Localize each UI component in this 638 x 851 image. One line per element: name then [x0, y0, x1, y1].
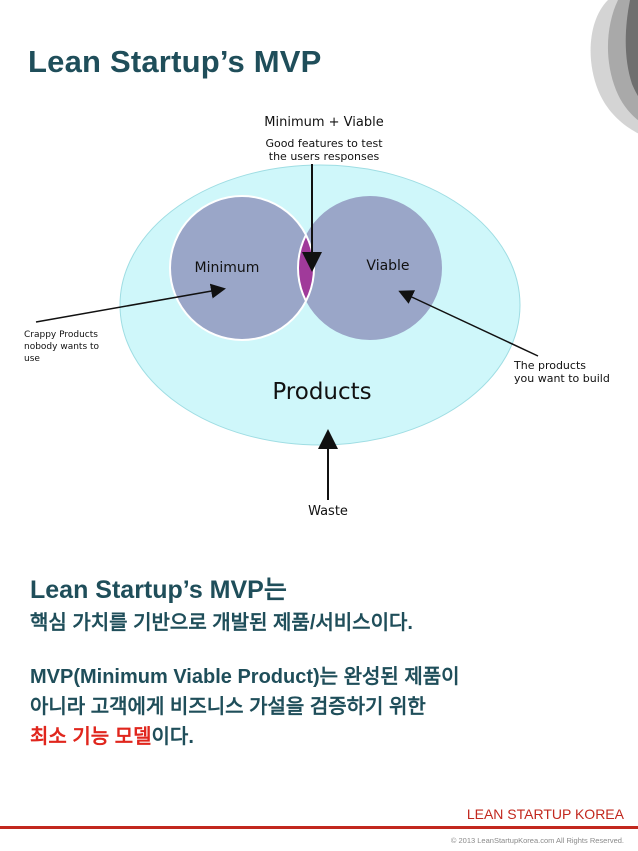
footer-copyright: © 2013 LeanStartupKorea.com All Rights R… [450, 836, 624, 845]
products-label: Products [272, 379, 371, 405]
minimum-circle [170, 196, 314, 340]
arrow-to-minimum [35, 283, 226, 323]
good-features-line2: the users responses [269, 150, 380, 163]
crappy-line2: nobody wants to [24, 342, 100, 352]
footer-brand: LEAN STARTUP KOREA [466, 806, 624, 822]
mvp-heading: Lean Startup’s MVP는 [30, 576, 287, 604]
mvp-explain-line2: 아니라 고객에게 비즈니스 가설을 검증하기 위한 [30, 696, 426, 718]
want-line2: you want to build [514, 372, 610, 385]
waste-label: Waste [308, 504, 348, 519]
intersection [297, 196, 314, 340]
good-features-line1: Good features to test [265, 137, 383, 150]
crappy-line3: use [24, 354, 40, 364]
arrow-to-viable [398, 290, 539, 357]
mvp-definition: 핵심 가치를 기반으로 개발된 제품/서비스이다. [30, 612, 413, 634]
mvp-explain-line3: 최소 기능 모델이다. [30, 720, 620, 749]
mvp-venn-diagram: Minimum + Viable Good features to test t… [24, 115, 610, 519]
mvp-explain-line3-rest: 이다. [151, 726, 194, 748]
page-title: Lean Startup’s MVP [28, 44, 322, 79]
mvp-explain-line1: MVP(Minimum Viable Product)는 완성된 제품이 [30, 666, 460, 688]
viable-circle [298, 196, 442, 340]
footer-divider [0, 826, 638, 829]
brush-stroke-decoration [590, 0, 638, 134]
highlight-min-feature-model: 최소 기능 모델 [30, 726, 152, 748]
crappy-line1: Crappy Products [24, 330, 98, 340]
minimum-label: Minimum [195, 260, 260, 276]
viable-label: Viable [366, 258, 409, 274]
top-label: Minimum + Viable [264, 115, 383, 130]
want-line1: The products [513, 359, 586, 372]
